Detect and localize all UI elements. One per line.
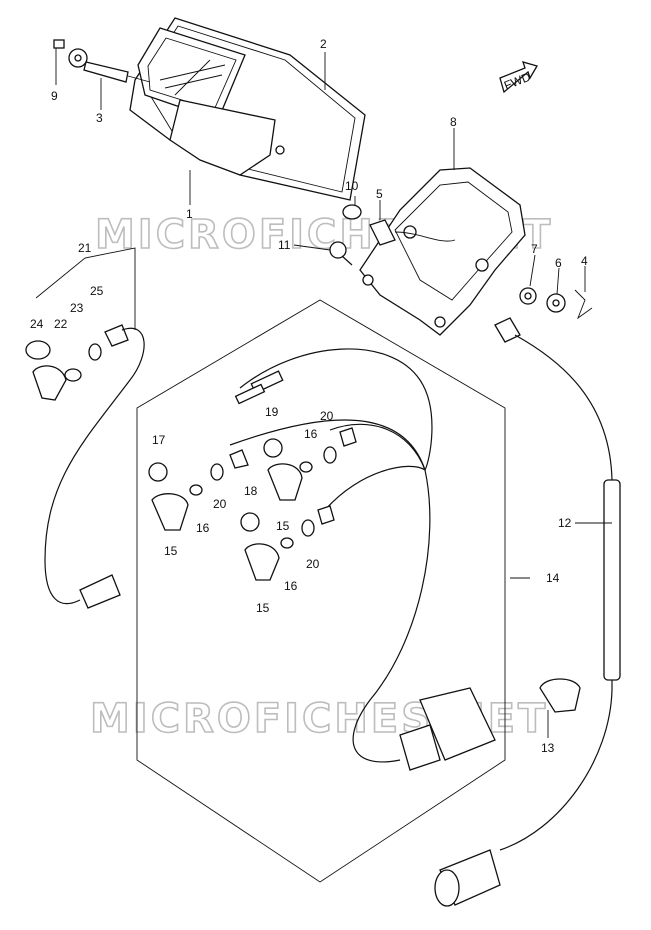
label-14: 14	[546, 571, 560, 585]
label-3: 3	[96, 111, 103, 125]
label-16b: 16	[304, 427, 318, 441]
wiring-harness	[229, 348, 496, 771]
label-22: 22	[54, 317, 68, 331]
label-16c: 16	[284, 579, 298, 593]
label-24: 24	[30, 317, 44, 331]
label-5: 5	[376, 187, 383, 201]
label-15b: 15	[276, 519, 290, 533]
label-15c: 15	[256, 601, 270, 615]
speedometer-cable	[434, 317, 621, 907]
leader-lines	[55, 48, 612, 738]
label-12: 12	[558, 516, 572, 530]
label-4: 4	[581, 254, 588, 268]
fwd-arrow-icon: FWD	[499, 61, 538, 94]
label-13: 13	[541, 741, 555, 755]
label-17: 17	[152, 433, 166, 447]
label-1: 1	[186, 207, 193, 221]
label-6: 6	[555, 256, 562, 270]
label-2: 2	[320, 37, 327, 51]
speedometer-assembly	[129, 17, 366, 201]
label-11: 11	[278, 238, 291, 252]
socket-parts	[148, 427, 357, 581]
label-7: 7	[531, 242, 538, 256]
label-21: 21	[78, 241, 92, 255]
label-15a: 15	[164, 544, 178, 558]
label-25: 25	[90, 284, 104, 298]
washer-parts	[519, 287, 593, 320]
label-20b: 20	[320, 409, 334, 423]
label-20c: 20	[306, 557, 320, 571]
meter-bracket	[359, 167, 526, 336]
label-10: 10	[345, 179, 359, 193]
label-8: 8	[450, 115, 457, 129]
label-23: 23	[70, 301, 84, 315]
left-lamp-assembly	[25, 247, 145, 609]
label-9: 9	[51, 89, 58, 103]
label-19: 19	[265, 405, 279, 419]
part-labels: 1 2 3 4 5 6 7 8 9 10 11 12 13 14 15 15 1…	[30, 37, 588, 755]
label-18: 18	[244, 484, 258, 498]
label-20a: 20	[213, 497, 227, 511]
svg-text:FWD: FWD	[502, 69, 533, 92]
drive-gear-part	[53, 39, 151, 83]
label-16a: 16	[196, 521, 210, 535]
harness-boundary	[136, 299, 506, 883]
